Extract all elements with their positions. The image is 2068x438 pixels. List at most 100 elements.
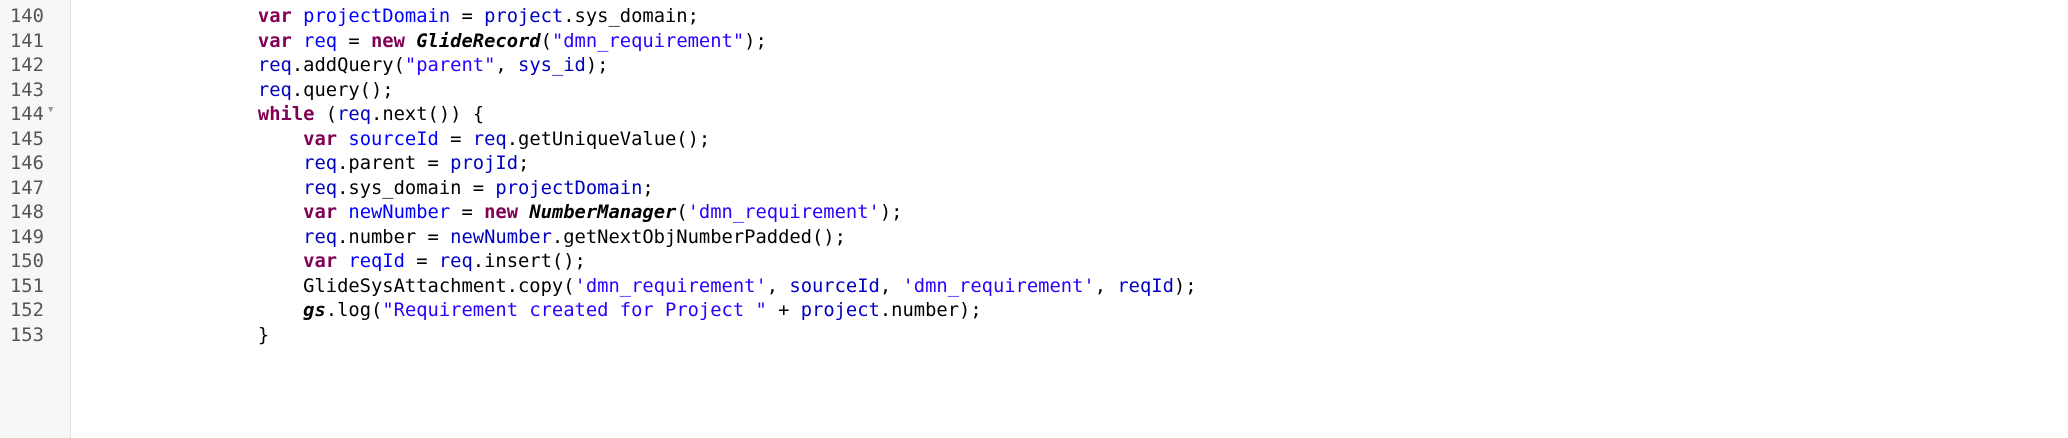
token-plain [337,251,348,272]
line-number: 146 [10,153,44,174]
code-text: var projectDomain = project.sys_domain; [77,5,699,30]
code-line[interactable]: 146 req.parent = projId; [0,152,2068,177]
token-plain: .addQuery( [291,55,405,76]
token-def: reqId [348,251,405,272]
token-plain [518,202,529,223]
token-keyword: new [371,30,405,52]
token-var2: sys_id [518,55,586,76]
token-plain [77,202,303,223]
token-plain: ); [744,30,767,52]
code-line[interactable]: 147 req.sys_domain = projectDomain; [0,177,2068,202]
token-plain: .insert(); [472,251,586,272]
line-number: 144 [10,104,44,125]
line-number: 147 [10,177,44,199]
code-line[interactable]: 149 req.number = newNumber.getNextObjNum… [0,226,2068,251]
token-var2: req [472,128,507,150]
code-line[interactable]: 142 req.addQuery("parent", sys_id); [0,54,2068,79]
token-plain: .sys_domain = [337,177,496,199]
code-line[interactable]: 140 var projectDomain = project.sys_doma… [0,5,2068,30]
line-number: 140 [10,6,44,27]
token-plain: = [337,30,371,52]
token-def: req [303,30,338,52]
token-plain: .sys_domain; [563,6,699,27]
code-line[interactable]: 148 var newNumber = new NumberManager('d… [0,201,2068,226]
token-plain: ); [1173,275,1197,297]
code-text: var reqId = req.insert(); [77,250,586,275]
line-number: 148 [10,202,44,223]
token-plain [292,31,303,52]
token-var2: project [800,300,880,321]
code-line[interactable]: 141 var req = new GlideRecord("dmn_requi… [0,30,2068,55]
code-editor[interactable]: 140 var projectDomain = project.sys_doma… [0,5,2068,348]
token-plain: .number); [879,300,982,321]
token-def: projectDomain [303,6,451,27]
token-plain: ( [314,104,338,125]
token-def: sourceId [348,128,439,150]
token-plain: } [77,324,270,346]
token-string: 'dmn_requirement' [574,275,767,297]
token-plain: GlideSysAttachment.copy( [77,275,575,297]
token-var2: project [484,6,564,27]
token-var2: reqId [1117,275,1174,297]
token-var2: req [303,177,338,199]
line-number: 152 [10,300,44,321]
token-var2: req [257,55,292,76]
token-string: "parent" [404,55,496,76]
token-plain [337,202,348,223]
token-var2: sourceId [789,275,880,297]
code-line[interactable]: 153 } [0,324,2068,349]
token-string: "dmn_requirement" [551,30,745,52]
token-class: NumberManager [529,202,677,223]
line-number: 145 [10,128,44,150]
token-plain [77,178,303,199]
token-plain [77,129,303,150]
code-line[interactable]: 152 gs.log("Requirement created for Proj… [0,299,2068,324]
token-keyword: var [257,30,292,52]
token-plain: .parent = [337,153,451,174]
token-plain: ( [540,30,552,52]
line-number-gutter [0,0,71,438]
token-plain [292,6,303,27]
code-line[interactable]: 144 ▼ while (req.next()) { [0,103,2068,128]
fold-triangle-down-icon[interactable]: ▼ [48,105,54,115]
token-var2: req [337,104,372,125]
line-number: 143 [10,79,44,101]
token-def: newNumber [348,202,451,223]
token-var2: req [303,226,338,248]
token-plain: ); [585,55,609,76]
token-keyword: var [303,128,338,150]
token-string: 'dmn_requirement' [687,202,880,223]
code-text: var req = new GlideRecord("dmn_requireme… [77,30,767,55]
line-number: 142 [10,55,44,76]
token-plain: .getUniqueValue(); [506,128,711,150]
code-text: gs.log("Requirement created for Project … [77,299,982,324]
token-keyword: while [257,104,315,125]
code-text: req.query(); [77,79,394,104]
line-number: 151 [10,275,44,297]
token-var2: req [438,251,473,272]
token-plain: = [438,128,473,150]
code-line[interactable]: 150 var reqId = req.insert(); [0,250,2068,275]
code-line[interactable]: 143 req.query(); [0,79,2068,104]
token-plain: = [450,6,485,27]
token-plain: ; [518,153,530,174]
code-text: while (req.next()) { [77,103,484,128]
token-plain [77,80,258,101]
token-plain: , [879,275,903,297]
code-text: req.number = newNumber.getNextObjNumberP… [77,226,846,251]
code-line[interactable]: 145 var sourceId = req.getUniqueValue(); [0,128,2068,153]
token-plain [77,153,303,174]
token-plain: ; [642,177,654,199]
token-plain [77,6,258,27]
token-plain: .getNextObjNumberPadded(); [551,226,846,248]
line-number: 150 [10,251,44,272]
token-plain: = [450,202,485,223]
token-plain [77,31,258,52]
token-plain: .next()) { [371,104,485,125]
token-keyword: var [303,202,338,223]
token-plain: + [766,300,801,321]
token-plain: ( [676,202,688,223]
token-keyword: var [303,251,338,272]
code-line[interactable]: 151 GlideSysAttachment.copy('dmn_require… [0,275,2068,300]
token-plain [77,55,258,76]
